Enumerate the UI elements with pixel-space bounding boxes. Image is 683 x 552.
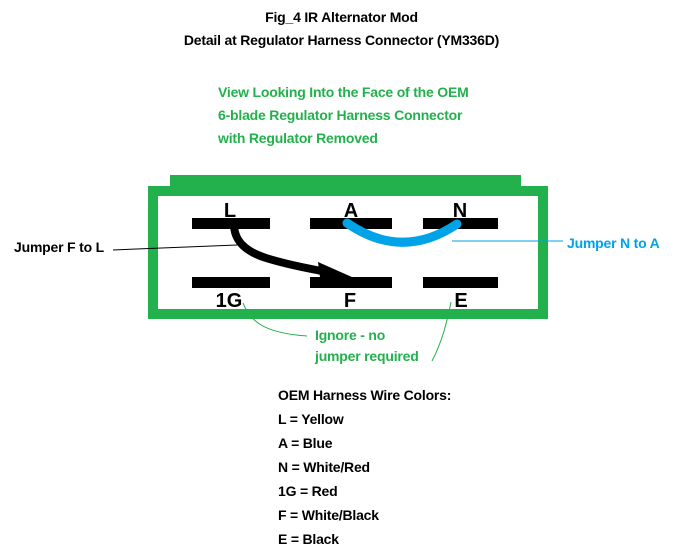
view-note: View Looking Into the Face of the OEM 6-…: [218, 81, 469, 150]
ignore-note: Ignore - no jumper required: [315, 325, 419, 367]
wire-color-item-e: E = Black: [278, 531, 339, 547]
jumper-f-to-l-label: Jumper F to L: [14, 239, 104, 255]
pin-blade-e: [423, 277, 498, 288]
wire-color-item-f: F = White/Black: [278, 507, 379, 523]
connector-body: [148, 186, 548, 319]
wire-colors-heading: OEM Harness Wire Colors:: [278, 387, 452, 403]
ignore-note-line2: jumper required: [315, 348, 419, 364]
wire-colors-legend: OEM Harness Wire Colors: L = Yellow A = …: [278, 383, 451, 551]
pin-label-1g: 1G: [216, 290, 243, 312]
leader-line-jumper-f: [112, 244, 238, 251]
wire-color-item-l: L = Yellow: [278, 411, 344, 427]
jumper-n-to-a-wire: [342, 218, 462, 247]
leader-line-ignore-e: [431, 301, 452, 362]
pin-blade-f: [310, 277, 392, 288]
pin-blade-l: [192, 218, 270, 229]
view-note-line3: with Regulator Removed: [218, 130, 378, 146]
pin-label-f: F: [344, 290, 356, 312]
figure-title-line1: Fig_4 IR Alternator Mod: [265, 9, 418, 25]
wire-color-item-n: N = White/Red: [278, 459, 370, 475]
pin-label-l: L: [224, 200, 236, 222]
figure-title-line2: Detail at Regulator Harness Connector (Y…: [183, 32, 500, 48]
pin-blade-1g: [192, 277, 270, 288]
wire-color-item-a: A = Blue: [278, 435, 333, 451]
jumper-n-to-a-label: Jumper N to A: [567, 235, 660, 251]
view-note-line2: 6-blade Regulator Harness Connector: [218, 107, 463, 123]
jumper-f-to-l-wire: [230, 223, 327, 276]
pin-label-a: A: [344, 200, 358, 222]
view-note-line1: View Looking Into the Face of the OEM: [218, 84, 469, 100]
wire-color-item-1g: 1G = Red: [278, 483, 338, 499]
pin-label-n: N: [453, 200, 467, 222]
pin-label-e: E: [454, 290, 467, 312]
leader-line-ignore-1g: [242, 302, 308, 337]
ignore-note-line1: Ignore - no: [315, 327, 386, 343]
figure-title: Fig_4 IR Alternator Mod Detail at Regula…: [0, 6, 683, 52]
jumper-f-to-l-arrowhead: [318, 262, 353, 285]
